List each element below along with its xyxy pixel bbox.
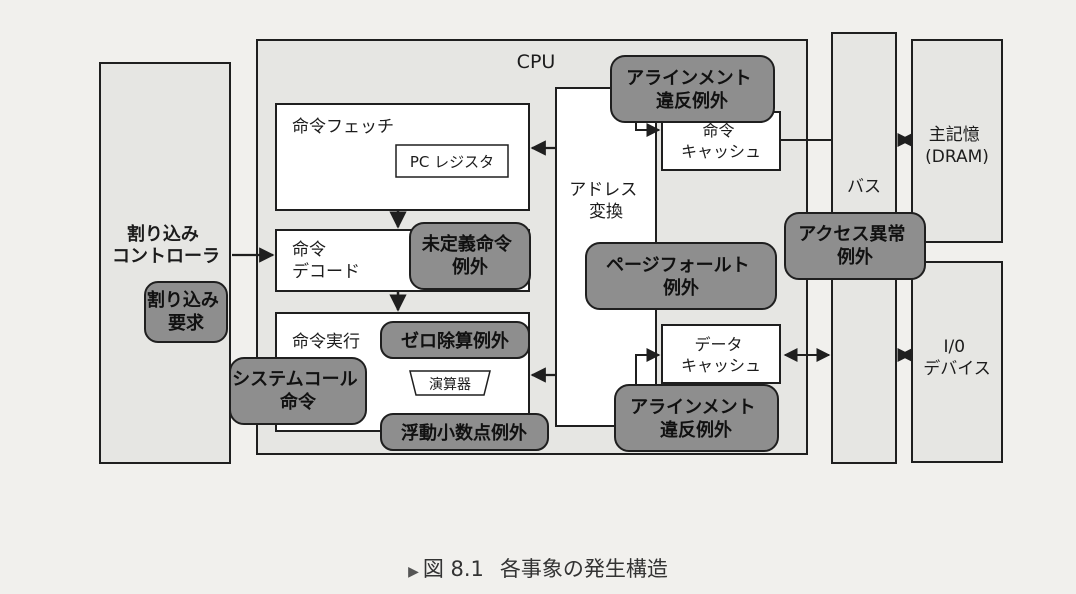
main-memory-label: 主記憶 (DRAM): [925, 125, 989, 167]
svg-text:アクセス異常 例外: アクセス異常 例外: [798, 223, 911, 268]
alu-shape: [409, 370, 491, 396]
alignment-fault-bottom-event: アラインメント 違反例外: [614, 384, 779, 452]
figure-title: 各事象の発生構造: [499, 557, 668, 581]
instruction-execute-label: 命令実行: [292, 332, 360, 352]
figure-caption: ▶図 8.1 各事象の発生構造: [0, 553, 1076, 583]
alu-label: 演算器: [429, 377, 471, 393]
pc-register-label: PC レジスタ: [410, 153, 494, 171]
bus-label: バス: [847, 177, 881, 197]
instruction-decode-label: 命令 デコード: [292, 240, 360, 282]
data-cache-label: データ キャッシュ: [681, 335, 761, 375]
instruction-cache-label: 命令 キャッシュ: [681, 121, 761, 161]
data-cache-box: [661, 324, 781, 384]
svg-text:ページフォールト 例外: ページフォールト 例外: [606, 255, 756, 299]
instruction-fetch-label: 命令フェッチ: [292, 117, 394, 137]
io-device-label: I/0 デバイス: [923, 337, 991, 379]
svg-text:浮動小数点例外: 浮動小数点例外: [401, 422, 527, 444]
svg-text:ゼロ除算例外: ゼロ除算例外: [401, 330, 509, 352]
svg-text:未定義命令 例外: 未定義命令 例外: [422, 233, 518, 278]
caption-marker-icon: ▶: [408, 564, 419, 580]
floating-point-exception-event: 浮動小数点例外: [380, 413, 549, 451]
page-fault-event: ページフォールト 例外: [585, 242, 777, 310]
io-device-box: [911, 261, 1003, 463]
divide-by-zero-event: ゼロ除算例外: [380, 321, 530, 359]
address-translation-label: アドレス 変換: [569, 180, 642, 222]
svg-text:アラインメント 違反例外: アラインメント 違反例外: [630, 397, 762, 441]
interrupt-request-event: 割り込み 要求: [144, 281, 228, 343]
interrupt-controller-box: [99, 62, 231, 464]
pc-register-box: [395, 144, 509, 178]
access-error-event: アクセス異常 例外: [784, 212, 926, 280]
figure-number: 図 8.1: [422, 557, 484, 581]
undefined-instruction-event: 未定義命令 例外: [409, 222, 531, 290]
svg-text:アラインメント 違反例外: アラインメント 違反例外: [626, 68, 758, 112]
system-call-event: システムコール 命令: [229, 357, 367, 425]
main-memory-box: [911, 39, 1003, 243]
cpu-label: CPU: [517, 51, 556, 73]
svg-text:システムコール 命令: システムコール 命令: [232, 369, 364, 413]
svg-text:割り込み 要求: 割り込み 要求: [147, 289, 225, 334]
alignment-fault-top-event: アラインメント 違反例外: [610, 55, 775, 123]
interrupt-controller-label: 割り込み コントローラ: [112, 223, 220, 267]
